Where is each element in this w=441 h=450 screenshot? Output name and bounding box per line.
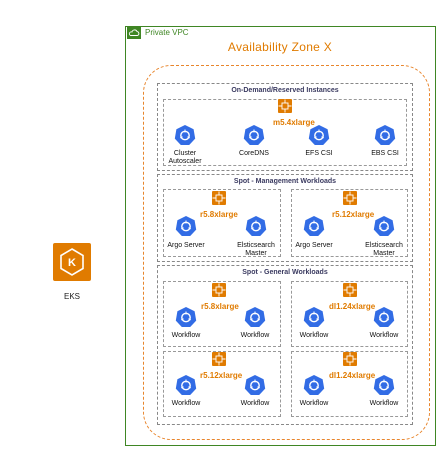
ondemand-pod-icon (243, 124, 265, 146)
mgmt-left-instance-icon (212, 191, 226, 205)
mgmt-left-pod-icon (245, 215, 267, 237)
general-br-pod-icon (373, 374, 395, 396)
general-tl-pod-icon (175, 306, 197, 328)
mgmt-right-node-label: Elsticsearch Master (365, 242, 403, 257)
general-br-node-label: Workflow (369, 400, 399, 407)
general-tl-instance-type: r5.8xlarge (201, 302, 239, 311)
mgmt-left-node-label: Elsticsearch Master (237, 242, 275, 257)
general-tr-node-label: Workflow (369, 332, 399, 339)
general-tl-instance-icon (212, 283, 226, 297)
mgmt-right-pod-icon (303, 215, 325, 237)
general-bl-nodegroup (163, 351, 281, 417)
spot-general-group (157, 265, 413, 425)
mgmt-right-nodegroup (291, 189, 408, 257)
mgmt-left-instance-type: r5.8xlarge (200, 210, 238, 219)
general-tl-node-label: Workflow (171, 332, 201, 339)
ondemand-node-label: EFS CSI (305, 150, 333, 157)
ondemand-instance-type: m5.4xlarge (273, 118, 315, 127)
general-tl-nodegroup (163, 281, 281, 347)
mgmt-left-nodegroup (163, 189, 281, 257)
general-bl-node-label: Workflow (171, 400, 201, 407)
mgmt-right-pod-icon (373, 215, 395, 237)
general-bl-instance-type: r5.12xlarge (200, 371, 243, 380)
general-tl-node-label: Workflow (240, 332, 270, 339)
general-bl-node-label: Workflow (240, 400, 270, 407)
general-tl-pod-icon (244, 306, 266, 328)
ondemand-group (157, 83, 413, 171)
eks-icon: K (53, 243, 91, 281)
mgmt-right-node-label: Argo Server (295, 242, 333, 249)
general-tr-instance-icon (343, 283, 357, 297)
mgmt-right-instance-type: r5.12xlarge (332, 210, 375, 219)
availability-zone-boundary (143, 65, 430, 440)
general-br-node-label: Workflow (299, 400, 329, 407)
ondemand-node-label: CoreDNS (239, 150, 269, 157)
general-br-pod-icon (303, 374, 325, 396)
general-br-instance-type: dl1.24xlarge (329, 371, 376, 380)
mgmt-left-node-label: Argo Server (167, 242, 205, 249)
general-tr-pod-icon (373, 306, 395, 328)
vpc-cloud-icon (127, 27, 141, 39)
general-bl-pod-icon (244, 374, 266, 396)
ondemand-node-label: Cluster Autoscaler (168, 150, 202, 165)
private-vpc-boundary (125, 26, 436, 446)
ondemand-pod-icon (174, 124, 196, 146)
eks-label: EKS (63, 292, 80, 301)
availability-zone-title: Availability Zone X (227, 40, 333, 54)
ondemand-group-title: On-Demand/Reserved Instances (231, 87, 339, 94)
general-bl-pod-icon (175, 374, 197, 396)
general-tr-pod-icon (303, 306, 325, 328)
spot-management-group (157, 174, 413, 262)
general-bl-instance-icon (212, 352, 226, 366)
general-tr-instance-type: dl1.24xlarge (329, 302, 376, 311)
ondemand-pod-icon (374, 124, 396, 146)
spot-general-group-title: Spot - General Workloads (242, 269, 328, 276)
svg-text:K: K (68, 257, 76, 269)
general-tr-node-label: Workflow (299, 332, 329, 339)
ondemand-node-label: EBS CSI (371, 150, 399, 157)
ondemand-instance-icon (278, 99, 292, 113)
general-tr-nodegroup (291, 281, 408, 347)
spot-management-group-title: Spot - Management Workloads (233, 178, 337, 185)
general-br-nodegroup (291, 351, 408, 417)
ondemand-pod-icon (308, 124, 330, 146)
vpc-label: Private VPC (145, 28, 189, 37)
mgmt-left-pod-icon (175, 215, 197, 237)
mgmt-right-instance-icon (343, 191, 357, 205)
general-br-instance-icon (343, 352, 357, 366)
